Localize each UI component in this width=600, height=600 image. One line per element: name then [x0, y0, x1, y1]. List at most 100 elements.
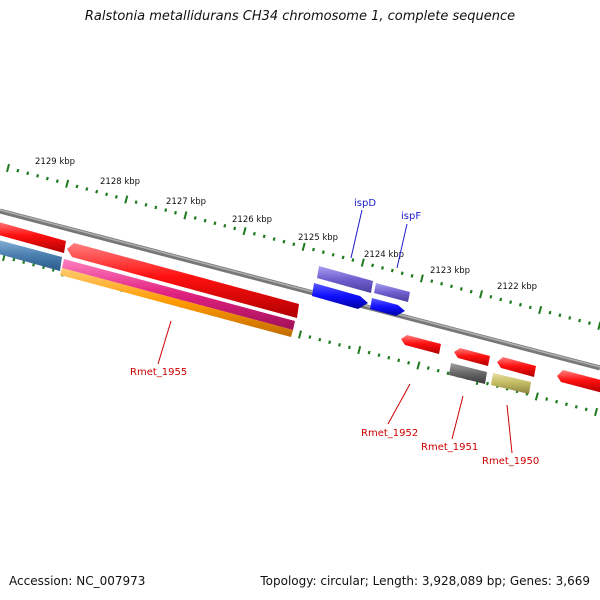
ruler-minor-tick [390, 268, 394, 273]
ruler-minor-tick [262, 234, 266, 239]
gene-label-rmet-1955[interactable]: Rmet_1955 [130, 367, 187, 378]
reverse-features [0, 239, 600, 394]
ruler-minor-tick [114, 195, 118, 199]
gene-label-ispF[interactable]: ispF [401, 211, 421, 222]
gene-rmet-1955-cds-orange[interactable] [60, 268, 293, 337]
gene-cds-red-right[interactable] [557, 370, 600, 393]
gene-labels: ispD ispF Rmet_1955 Rmet_1952 Rmet_1951 … [130, 198, 539, 467]
gene-label-ispD[interactable]: ispD [354, 198, 376, 209]
scale-label-2125: 2125 kbp [298, 233, 338, 243]
ruler-minor-tick [440, 281, 444, 286]
ruler-minor-tick [12, 257, 16, 262]
scale-label-2126: 2126 kbp [232, 215, 272, 225]
ruler-minor-tick [587, 321, 591, 326]
ruler-major-tick [6, 163, 10, 173]
gene-ispF-gene[interactable] [370, 298, 405, 316]
gene-label-rmet-1950[interactable]: Rmet_1950 [482, 456, 539, 467]
ruler-minor-tick [489, 295, 493, 299]
ruler-major-tick [65, 179, 70, 188]
ruler-minor-tick [528, 305, 532, 310]
ruler-minor-tick [436, 368, 440, 373]
ruler-major-tick [594, 407, 599, 417]
ruler-minor-tick [564, 402, 568, 407]
ruler-minor-tick [55, 179, 59, 183]
ruler-minor-tick [164, 208, 168, 212]
ruler-minor-tick [223, 224, 227, 228]
ruler-minor-tick [193, 216, 197, 220]
ruler-minor-tick [233, 226, 237, 231]
gene-ispD-cds[interactable] [317, 266, 373, 293]
ruler-minor-tick [351, 258, 355, 262]
gene-label-rmet-1951[interactable]: Rmet_1951 [421, 442, 478, 453]
ruler-minor-tick [338, 343, 341, 347]
ruler-minor-tick [16, 168, 20, 173]
ruler-minor-tick [371, 263, 375, 268]
ruler-minor-tick [545, 397, 549, 401]
gene-rmet-1955-gene[interactable] [67, 243, 299, 318]
label-leaders [157, 209, 513, 454]
accession-text: Accession: NC_007973 [9, 574, 146, 588]
gene-ispD-gene[interactable] [312, 283, 368, 309]
ruler-minor-tick [321, 250, 325, 255]
gene-rmet-1955-cds-pink[interactable] [62, 259, 295, 330]
ruler-minor-tick [174, 210, 177, 215]
ruler-minor-tick [387, 355, 391, 360]
ruler-minor-tick [272, 237, 276, 241]
gene-rmet-1950-red[interactable] [497, 357, 536, 377]
ruler-minor-tick [407, 361, 411, 365]
ruler-minor-tick [282, 239, 286, 244]
ruler-minor-tick [426, 366, 430, 370]
gene-rmet-1951-red[interactable] [454, 348, 490, 366]
ruler-minor-tick [410, 273, 414, 278]
ruler-minor-tick [377, 353, 381, 357]
topology-summary: Topology: circular; Length: 3,928,089 bp… [260, 574, 590, 588]
gene-cds-red-left[interactable] [0, 221, 66, 253]
gene-rmet-1952[interactable] [401, 335, 441, 354]
gene-ispF-cds[interactable] [374, 283, 410, 302]
scale-label-2123: 2123 kbp [430, 266, 470, 276]
ruler-minor-tick [105, 192, 109, 197]
ruler-major-tick [301, 242, 306, 252]
ruler-minor-tick [486, 381, 489, 386]
ruler-minor-tick [144, 203, 148, 207]
scale-label-2128: 2128 kbp [100, 177, 140, 187]
ruler-major-tick [419, 274, 424, 283]
ruler-minor-tick [548, 310, 552, 315]
map-title: Ralstonia metallidurans CH34 chromosome … [84, 9, 516, 24]
ruler-minor-tick [203, 218, 207, 223]
ruler-minor-tick [509, 300, 513, 304]
ruler-minor-tick [584, 407, 588, 412]
ruler-minor-tick [22, 260, 26, 264]
scale-label-2124: 2124 kbp [364, 250, 404, 260]
ruler-minor-tick [328, 340, 332, 345]
gene-rmet-1951-gray[interactable] [449, 363, 487, 384]
ruler-major-tick [479, 290, 484, 299]
gene-label-rmet-1952[interactable]: Rmet_1952 [361, 428, 418, 439]
ruler-minor-tick [134, 200, 138, 204]
ruler-major-tick [357, 345, 362, 355]
ruler-minor-tick [578, 318, 582, 323]
ruler-minor-tick [367, 350, 371, 355]
ruler-minor-tick [45, 176, 49, 181]
ruler-minor-tick [318, 337, 322, 342]
ruler-major-tick [298, 330, 302, 339]
ruler-minor-tick [308, 335, 312, 339]
chromosome-backbone [0, 208, 600, 371]
ruler-major-tick [534, 392, 539, 401]
ruler-major-tick [124, 195, 129, 204]
ruler-minor-tick [331, 253, 335, 257]
ruler-minor-tick [430, 279, 434, 283]
ruler-minor-tick [36, 174, 40, 178]
ruler-minor-tick [555, 399, 559, 404]
gene-rmet-1950-khaki[interactable] [491, 373, 531, 394]
ruler-minor-tick [446, 371, 450, 376]
ruler-minor-tick [400, 271, 404, 276]
ruler-minor-tick [459, 287, 463, 291]
forward-features [0, 221, 410, 316]
ruler-major-tick [183, 211, 188, 220]
ruler-major-tick [242, 227, 247, 236]
ruler-minor-tick [558, 313, 562, 318]
ruler-minor-tick [292, 242, 296, 247]
gene-cds-steelblue[interactable] [0, 239, 62, 271]
scale-label-2122: 2122 kbp [497, 282, 537, 292]
